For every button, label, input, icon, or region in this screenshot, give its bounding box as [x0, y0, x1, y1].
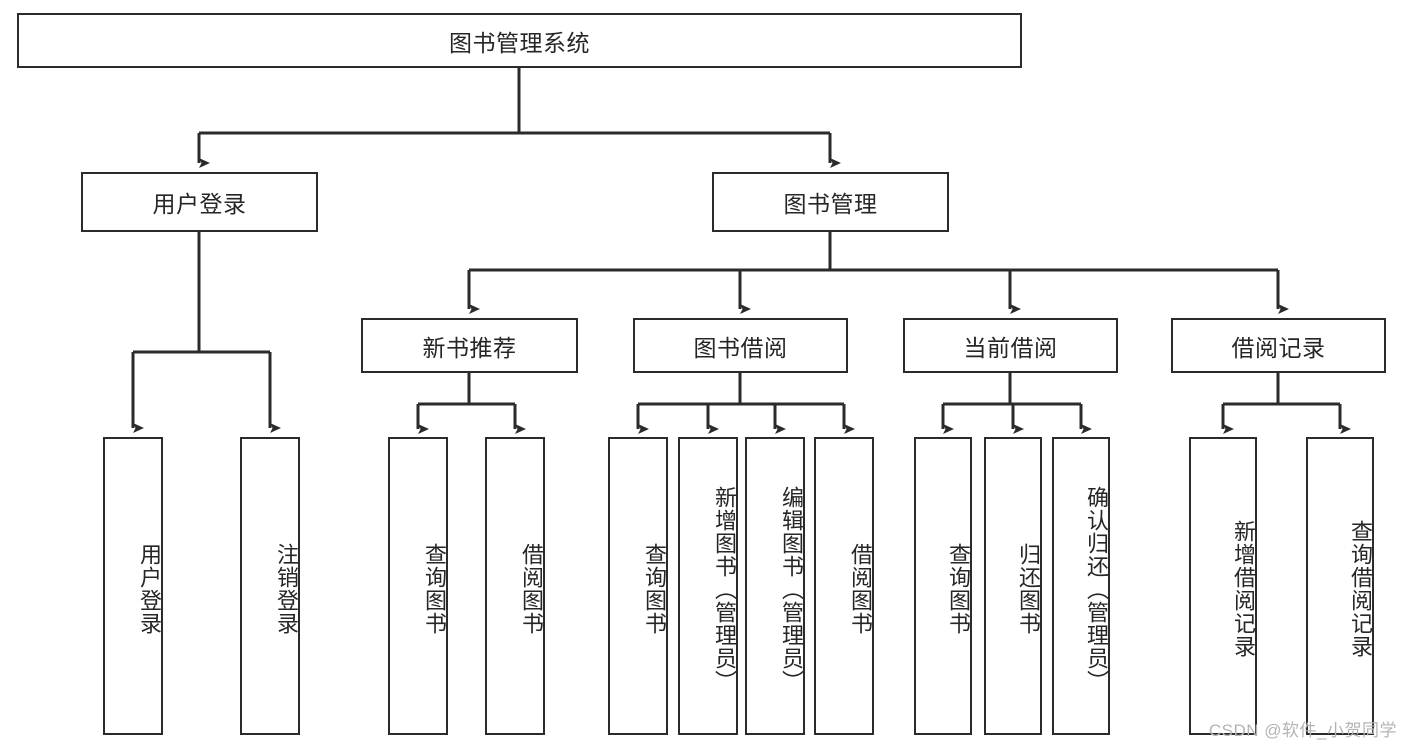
node-label: 用户登录: [152, 191, 247, 217]
node-root-system[interactable]: 图书管理系统: [17, 13, 1022, 68]
node-label: 查询借阅记录: [1348, 520, 1373, 658]
node-label: 归还图书: [1016, 543, 1041, 635]
node-book-management[interactable]: 图书管理: [712, 172, 949, 232]
node-label: 借阅图书: [519, 543, 544, 635]
node-book-borrow[interactable]: 图书借阅: [633, 318, 848, 373]
node-label: 注销登录: [274, 543, 299, 635]
leaf-node[interactable]: 查询图书: [388, 437, 448, 735]
node-current-borrow[interactable]: 当前借阅: [903, 318, 1118, 373]
node-user-login[interactable]: 用户登录: [81, 172, 318, 232]
csdn-watermark: CSDN @软件_小贺同学: [1208, 721, 1397, 740]
node-borrow-record[interactable]: 借阅记录: [1171, 318, 1386, 373]
node-label: 新增借阅记录: [1231, 520, 1256, 658]
leaf-node[interactable]: 新增图书（管理员）: [678, 437, 738, 735]
node-label: 新增图书（管理员）: [712, 485, 737, 693]
node-label: 借阅图书: [848, 543, 873, 635]
node-label: 编辑图书（管理员）: [779, 485, 804, 693]
leaf-node[interactable]: 新增借阅记录: [1189, 437, 1257, 735]
leaf-node[interactable]: 查询图书: [914, 437, 972, 735]
node-label: 确认归还（管理员）: [1084, 485, 1109, 693]
leaf-node[interactable]: 编辑图书（管理员）: [745, 437, 805, 735]
node-new-book-recommend[interactable]: 新书推荐: [361, 318, 578, 373]
node-label: 查询图书: [946, 543, 971, 635]
node-label: 查询图书: [422, 543, 447, 635]
node-label: 查询图书: [642, 543, 667, 635]
leaf-node[interactable]: 用户登录: [103, 437, 163, 735]
leaf-node[interactable]: 注销登录: [240, 437, 300, 735]
node-label: 用户登录: [137, 543, 162, 635]
leaf-node[interactable]: 查询借阅记录: [1306, 437, 1374, 735]
leaf-node[interactable]: 归还图书: [984, 437, 1042, 735]
node-label: 当前借阅: [963, 334, 1058, 361]
node-label: 图书管理: [783, 191, 878, 217]
node-label: 图书借阅: [693, 334, 788, 361]
node-label: 图书管理系统: [449, 29, 590, 56]
leaf-node[interactable]: 借阅图书: [485, 437, 545, 735]
leaf-node[interactable]: 借阅图书: [814, 437, 874, 735]
leaf-node[interactable]: 确认归还（管理员）: [1052, 437, 1110, 735]
node-label: 借阅记录: [1231, 334, 1326, 361]
leaf-node[interactable]: 查询图书: [608, 437, 668, 735]
node-label: 新书推荐: [422, 334, 517, 361]
